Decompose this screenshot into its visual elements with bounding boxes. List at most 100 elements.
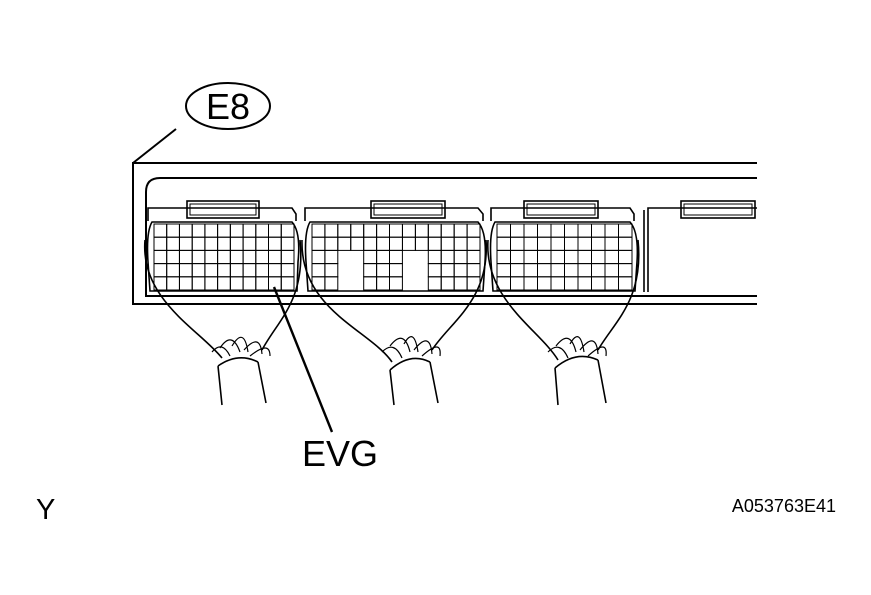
connector-3-pin-cell <box>523 263 538 278</box>
connector-1-pin-cell <box>280 249 295 265</box>
connector-3-pin-cell <box>618 223 633 238</box>
connector-1-pin-cell <box>217 276 231 291</box>
connector-1-pin-cell <box>217 236 231 251</box>
connector-3-wires <box>547 336 607 359</box>
connector-1-pin-cell <box>153 236 168 251</box>
connector-2-pin-cell <box>389 249 403 265</box>
connector-3-pin-cell <box>618 249 633 265</box>
connector-id-oval <box>185 82 271 130</box>
figure-code: A053763E41 <box>732 496 836 516</box>
connector-3-pin-cell <box>618 236 633 251</box>
connector-1-pin-cell <box>242 236 257 251</box>
connector-4 <box>643 200 757 292</box>
housing-outer-frame <box>132 162 757 305</box>
connector-3-pin-cell <box>496 236 511 251</box>
connector-3-pin-cell <box>550 263 565 278</box>
connector-3-pin-cell <box>537 223 552 238</box>
connector-2-pin-cell <box>440 223 455 238</box>
connector-1-pin-cell <box>229 249 244 265</box>
connector-3-pin-cell <box>577 249 592 265</box>
connector-3-pin-cell <box>618 276 633 291</box>
connector-2-pin-cell <box>427 276 442 291</box>
connector-2-pin-cell <box>427 223 442 238</box>
evg-terminal-label: EVG <box>302 433 378 474</box>
connector-2-pin-cell <box>402 223 416 238</box>
connector-4-shell <box>647 207 757 292</box>
connector-1-pin-cell <box>229 276 244 291</box>
connector-3-pin-cell <box>591 249 606 265</box>
connector-3-pin-cell <box>564 236 579 251</box>
connector-3-pin-cell <box>604 249 619 265</box>
connector-1-pin-cell <box>204 276 219 291</box>
connector-2-pin-cell <box>324 249 339 265</box>
connector-3-pin-cell <box>523 236 538 251</box>
connector-2-pin-cell <box>453 276 468 291</box>
connector-3-pin-cell <box>523 223 538 238</box>
connector-1-pin-cell <box>204 236 219 251</box>
connector-3-pin-cell <box>510 249 525 265</box>
housing-inner-frame <box>145 177 757 297</box>
connector-1-harness-boot <box>144 239 302 359</box>
connector-3-pin-cell <box>496 223 511 238</box>
connector-2-pin-cell <box>337 236 352 251</box>
connector-1-pin-cell <box>229 223 244 238</box>
ecu-housing <box>132 162 757 305</box>
connector-3-pin-cell <box>577 236 592 251</box>
connector-3-pin-cell <box>537 236 552 251</box>
connector-1-shell <box>147 207 297 221</box>
connector-3-pin-cell <box>550 223 565 238</box>
connector-1-pin-cell <box>217 263 231 278</box>
connector-3-pin-cell <box>604 223 619 238</box>
connector-2-harness-boot <box>301 239 487 363</box>
connector-2-pin-cell <box>453 223 468 238</box>
connector-3-pin-cell <box>523 276 538 291</box>
connector-1-pin-cell <box>229 236 244 251</box>
connector-1-pin-cell <box>255 223 270 238</box>
connector-2-pin-cell <box>414 223 429 238</box>
connector-2-pin-cell <box>363 223 378 238</box>
connector-3-pin-cell <box>496 249 511 265</box>
connector-2-pin-cell <box>363 249 378 265</box>
connector-1-pin-cell <box>166 249 180 265</box>
connector-2-pin-cell <box>389 236 403 251</box>
connector-1-wires <box>211 336 271 357</box>
connector-1-pin-cell <box>268 249 282 265</box>
connector-id-label: E8 <box>206 86 250 127</box>
connector-2 <box>301 200 487 406</box>
connector-1-pin-cell <box>242 263 257 278</box>
evg-leader-line <box>272 286 334 433</box>
connector-3-pin-cell <box>577 263 592 278</box>
connector-1-pin-cell <box>242 249 257 265</box>
connector-2-pin-cell <box>324 276 339 291</box>
connector-1-pin-cell <box>255 263 270 278</box>
connector-1-pin-cell <box>255 236 270 251</box>
connector-4-latch <box>680 200 756 219</box>
connector-1-pin-cell <box>268 236 282 251</box>
connector-3-pin-cell <box>510 236 525 251</box>
connector-1-pin-cell <box>204 249 219 265</box>
connector-2-pin-cell <box>440 276 455 291</box>
connector-2-pin-cell <box>376 236 391 251</box>
connector-1-pin-cell <box>242 276 257 291</box>
connector-2-pin-cell <box>427 249 442 265</box>
connector-3-pin-cell <box>537 263 552 278</box>
connector-1-pin-cell <box>255 249 270 265</box>
connector-1-pin-cell <box>268 223 282 238</box>
connector-3-pin-cell <box>564 263 579 278</box>
connector-1-pin-cell <box>268 263 282 278</box>
connector-3-pin-cell <box>604 276 619 291</box>
connector-2-pin-cell <box>350 236 365 251</box>
connector-3-wire-bundle <box>554 355 607 406</box>
connector-3-pin-cell <box>550 236 565 251</box>
connector-3-pin-cell <box>564 249 579 265</box>
connector-3-pin-cell <box>537 276 552 291</box>
connector-2-pin-cell <box>440 249 455 265</box>
connector-1-pin-cell <box>179 249 193 265</box>
connector-1-pin-cell <box>280 236 295 251</box>
connector-3-pin-cell <box>618 263 633 278</box>
connector-2-pin-cell <box>337 223 352 238</box>
connector-2-latch <box>370 200 446 219</box>
connector-1-latch <box>186 200 260 219</box>
connector-2-pin-cell <box>389 263 403 278</box>
